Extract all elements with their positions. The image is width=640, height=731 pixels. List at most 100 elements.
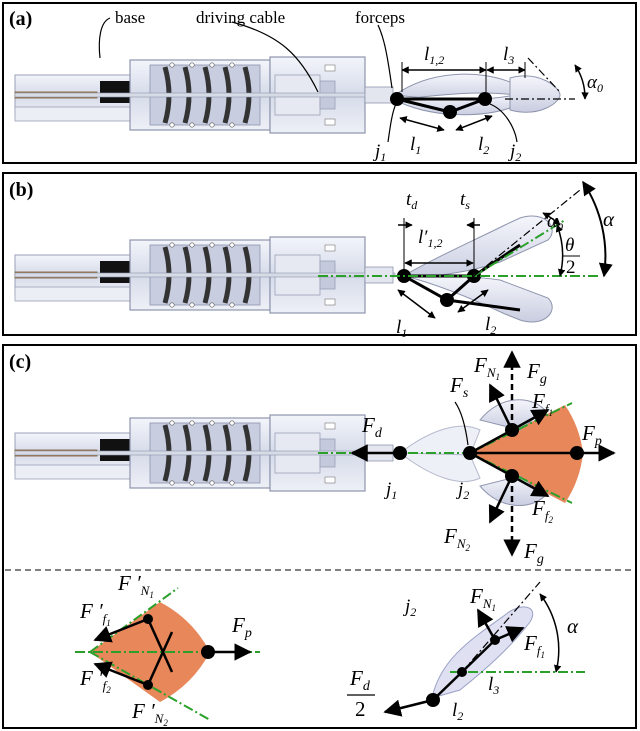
symbol-alpha-d: α bbox=[567, 614, 579, 638]
symbol-j2-sub: 2 bbox=[515, 150, 521, 164]
svg-text:Fd: Fd bbox=[361, 413, 383, 441]
svg-text:l1: l1 bbox=[410, 134, 421, 157]
svg-text:l3: l3 bbox=[503, 44, 514, 67]
symbol-Ff1-d: F bbox=[523, 631, 537, 655]
symbol-Fs-sub: s bbox=[463, 386, 469, 401]
symbol-half-num: F bbox=[349, 666, 363, 690]
svg-text:l′1,2: l′1,2 bbox=[418, 227, 442, 250]
symbol-FN2-subsub: 2 bbox=[466, 543, 471, 553]
svg-text:j2: j2 bbox=[402, 596, 416, 619]
symbol-l3: l bbox=[503, 44, 508, 65]
symbol-l12p-sub: 1,2 bbox=[427, 236, 442, 250]
symbol-Fg-bottom: F bbox=[523, 539, 537, 563]
symbol-l2-b-sub: 2 bbox=[490, 323, 496, 337]
symbol-FN2p-sub: N bbox=[154, 711, 165, 726]
panel-a: (a) base driving c bbox=[2, 2, 637, 164]
panel-a-label: (a) bbox=[9, 8, 32, 30]
svg-text:td: td bbox=[406, 189, 418, 212]
symbol-j1-sub: 1 bbox=[380, 150, 386, 164]
symbol-ts: t bbox=[460, 189, 466, 210]
panel-b-label: (b) bbox=[9, 179, 33, 201]
symbol-Fp-sub: p bbox=[594, 434, 602, 449]
symbol-Ff1-subsub: 1 bbox=[548, 408, 553, 418]
symbol-Ff1-d-subsub: 1 bbox=[540, 650, 545, 660]
symbol-Ff2p: F ′ bbox=[79, 666, 103, 690]
symbol-j2-d: j bbox=[402, 596, 410, 617]
symbol-l2: l bbox=[478, 134, 483, 155]
symbol-alpha0-b: α bbox=[547, 211, 558, 232]
svg-text:α0: α0 bbox=[587, 72, 603, 95]
symbol-FN2: F bbox=[443, 524, 457, 548]
symbol-j2-c-sub: 2 bbox=[463, 488, 469, 502]
symbol-l1-b: l bbox=[396, 317, 401, 338]
svg-text:FN2: FN2 bbox=[443, 524, 471, 553]
symbol-Fs: F bbox=[449, 373, 463, 397]
svg-text:l3: l3 bbox=[488, 674, 499, 697]
symbol-FN1-subsub: 1 bbox=[496, 372, 501, 382]
symbol-l1-b-sub: 1 bbox=[401, 326, 407, 340]
svg-text:F ′N2: F ′N2 bbox=[131, 699, 168, 728]
symbol-FN1-d: F bbox=[469, 584, 483, 608]
svg-text:FN1: FN1 bbox=[469, 584, 496, 613]
symbol-FN1-d-subsub: 1 bbox=[492, 603, 497, 613]
symbol-Ff2-subsub: 2 bbox=[548, 515, 553, 525]
symbol-l2-sub: 2 bbox=[483, 143, 489, 157]
symbol-Ff2: F bbox=[531, 496, 545, 520]
symbol-ts-sub: s bbox=[465, 198, 470, 212]
symbol-alpha0: α bbox=[587, 72, 598, 93]
symbol-Fd-sub: d bbox=[375, 426, 383, 441]
svg-text:l2: l2 bbox=[452, 700, 463, 723]
symbol-l3-d-sub: 3 bbox=[492, 683, 499, 697]
svg-text:Ff2: Ff2 bbox=[531, 496, 553, 525]
label-driving-cable: driving cable bbox=[196, 8, 285, 27]
symbol-FN1-sub: N bbox=[486, 365, 497, 380]
symbol-Fg-bottom-sub: g bbox=[537, 552, 544, 567]
symbol-Fg-top: F bbox=[526, 359, 540, 383]
svg-text:Ff1: Ff1 bbox=[531, 389, 553, 418]
symbol-theta-num: θ bbox=[565, 235, 574, 256]
symbol-FN1p-sub: N bbox=[140, 583, 151, 598]
symbol-Ff1p-subsub: 1 bbox=[106, 618, 111, 628]
symbol-l2-d-sub: 2 bbox=[457, 709, 463, 723]
symbol-l1: l bbox=[410, 134, 415, 155]
symbol-l2-b: l bbox=[485, 314, 490, 335]
svg-text:Fs: Fs bbox=[449, 373, 469, 401]
svg-text:FN1: FN1 bbox=[473, 353, 500, 382]
symbol-alpha0-b-sub: 0 bbox=[557, 220, 563, 234]
symbol-l2-d: l bbox=[452, 700, 457, 721]
svg-text:F ′f1: F ′f1 bbox=[79, 599, 111, 628]
svg-text:l2: l2 bbox=[478, 134, 489, 157]
svg-text:Fg: Fg bbox=[526, 359, 547, 387]
symbol-l12: l bbox=[424, 44, 429, 65]
symbol-Ff2-sub: f bbox=[545, 508, 551, 523]
symbol-FN2p-subsub: 2 bbox=[163, 718, 168, 728]
svg-text:Fg: Fg bbox=[523, 539, 544, 567]
svg-text:l1: l1 bbox=[396, 317, 407, 340]
symbol-FN1-d-sub: N bbox=[482, 596, 493, 611]
symbol-j1-c-sub: 1 bbox=[391, 488, 397, 502]
symbol-Fp-detail-sub: p bbox=[244, 626, 252, 641]
symbol-half-den: 2 bbox=[355, 697, 366, 721]
svg-text:α0: α0 bbox=[547, 211, 563, 234]
svg-text:F ′N1: F ′N1 bbox=[117, 571, 154, 600]
panel-c-label: (c) bbox=[9, 351, 31, 373]
symbol-FN1p: F ′ bbox=[117, 571, 141, 595]
panel-c: (c) bbox=[2, 344, 637, 729]
svg-text:j1: j1 bbox=[383, 479, 397, 502]
label-forceps: forceps bbox=[355, 8, 405, 27]
symbol-td-sub: d bbox=[411, 198, 418, 212]
svg-text:j2: j2 bbox=[455, 479, 469, 502]
symbol-Ff1-sub: f bbox=[545, 401, 551, 416]
svg-text:ts: ts bbox=[460, 189, 470, 212]
label-base: base bbox=[115, 8, 145, 27]
symbol-Ff2p-sub: f bbox=[103, 678, 109, 693]
symbol-j1: j bbox=[372, 141, 380, 162]
svg-text:Fp: Fp bbox=[231, 613, 252, 641]
symbol-FN2-sub: N bbox=[456, 536, 467, 551]
symbol-alpha0-sub: 0 bbox=[597, 81, 603, 95]
svg-text:F ′f2: F ′f2 bbox=[79, 666, 111, 695]
svg-text:Fp: Fp bbox=[581, 421, 602, 449]
symbol-Fp-detail: F bbox=[231, 613, 245, 637]
symbol-Fd: F bbox=[361, 413, 375, 437]
